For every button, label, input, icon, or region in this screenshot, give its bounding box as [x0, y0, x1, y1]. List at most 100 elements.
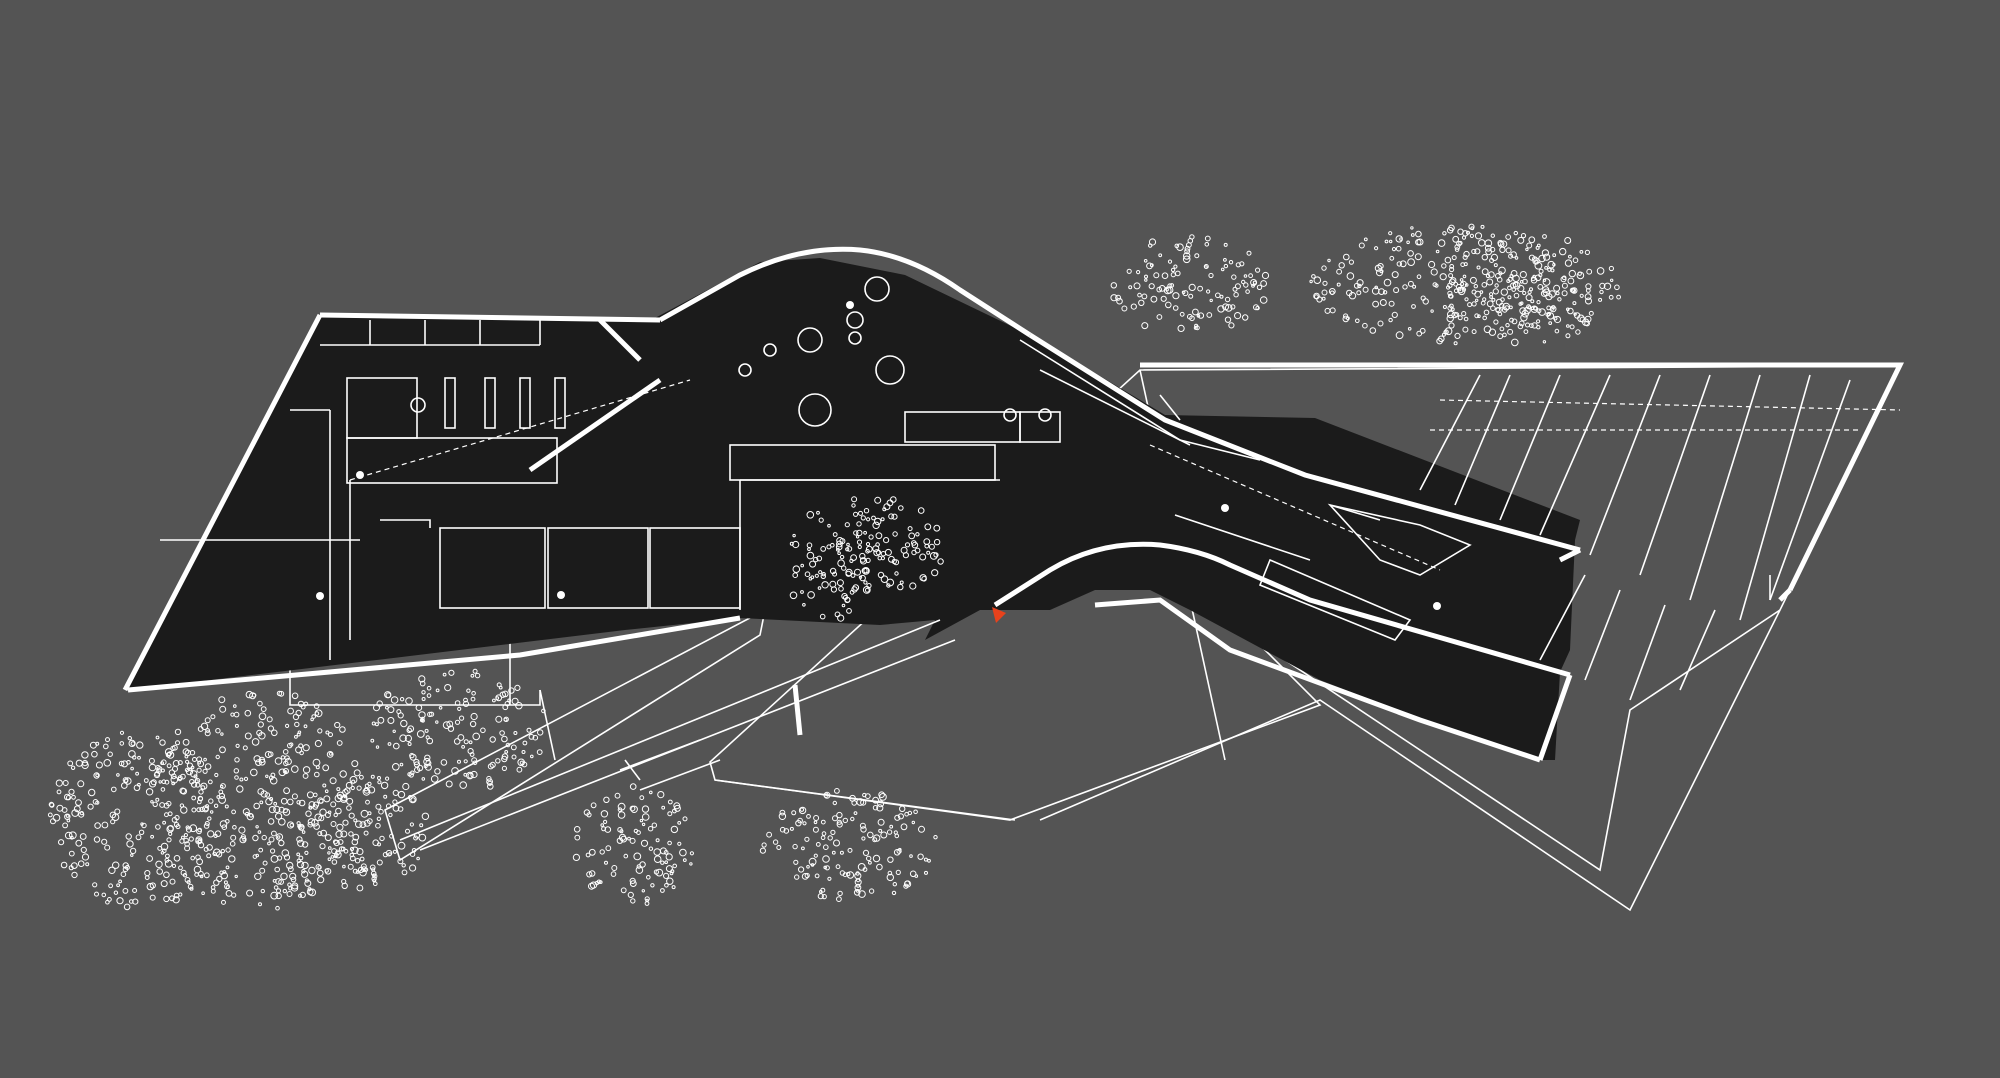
tree-dot	[169, 895, 175, 902]
tree-dot	[56, 789, 62, 795]
tree-dot	[792, 533, 796, 538]
tree-dot	[1353, 282, 1360, 289]
tree-dot	[191, 781, 198, 788]
tree-dot	[878, 828, 883, 833]
tree-dot	[519, 760, 525, 766]
tree-dot	[1532, 257, 1540, 265]
tree-dot	[172, 744, 178, 751]
tree-dot	[71, 809, 79, 817]
tree-dot	[802, 821, 807, 826]
tree-dot	[1502, 302, 1511, 311]
tree-dot	[872, 796, 879, 804]
tree-dot	[453, 738, 461, 745]
tree-dot	[280, 797, 288, 805]
tree-dot	[806, 511, 815, 519]
tree-dot	[1488, 271, 1495, 278]
tree-dot	[400, 719, 408, 728]
tree-dot	[1462, 326, 1469, 333]
tree-dot	[308, 866, 316, 875]
tree-dot	[359, 821, 367, 828]
tree-dot	[639, 795, 645, 801]
tree-dot	[914, 874, 919, 878]
tree-dot	[1442, 305, 1447, 309]
tree-dot	[389, 833, 394, 839]
tree-dot	[262, 860, 268, 866]
tree-dot	[1454, 247, 1460, 252]
tree-dot	[657, 791, 665, 799]
tree-dot	[302, 744, 310, 752]
tree-dot	[305, 810, 312, 817]
tree-dot	[1234, 283, 1241, 290]
tree-dot	[1411, 304, 1416, 309]
tree-dot	[528, 734, 535, 740]
tree-dot	[671, 885, 676, 890]
tree-dot	[336, 823, 344, 831]
tree-dot	[215, 754, 220, 760]
tree-dot	[1542, 340, 1547, 344]
tree-dot	[1475, 298, 1479, 302]
tree-dot	[291, 765, 299, 773]
tree-dot	[413, 832, 421, 839]
tree-dot	[212, 851, 217, 857]
tree-dot	[517, 758, 526, 767]
tree-dot	[844, 522, 850, 528]
tree-dot	[1462, 254, 1468, 260]
tree-dot	[892, 531, 898, 537]
tree-dot	[873, 834, 881, 842]
tree-dot	[1616, 294, 1621, 300]
tree-dot	[377, 776, 381, 780]
tree-dot	[759, 847, 767, 854]
tree-dot	[419, 823, 424, 828]
tree-dot	[536, 749, 543, 755]
tree-dot	[1553, 315, 1562, 324]
tree-dot	[451, 767, 459, 775]
tree-dot	[328, 752, 333, 756]
tree-dot	[95, 741, 100, 746]
tree-dot	[1422, 298, 1429, 305]
tree-dot	[1388, 317, 1393, 323]
tree-dot	[203, 872, 210, 879]
tree-dot	[408, 772, 414, 778]
tree-dot	[266, 716, 273, 723]
tree-dot	[1388, 300, 1395, 307]
tree-dot	[275, 833, 284, 841]
tree-dot	[219, 705, 227, 713]
tree-dot	[317, 728, 323, 734]
tree-dot	[1444, 327, 1453, 336]
tree-dot	[1543, 253, 1551, 261]
tree-dot	[301, 841, 309, 848]
tree-dot	[159, 802, 166, 808]
tree-dot	[363, 819, 371, 827]
tree-dot	[895, 869, 901, 876]
tree-dot	[1458, 240, 1463, 246]
tree-dot	[1520, 233, 1527, 239]
tree-dot	[882, 507, 887, 512]
tree-dot	[572, 853, 581, 862]
tree-dot	[1234, 312, 1242, 320]
tree-dot	[435, 688, 440, 693]
tree-dot	[426, 685, 432, 691]
tree-dot	[317, 876, 325, 884]
tree-dot	[261, 834, 267, 841]
tree-dot	[430, 775, 439, 783]
tree-dot	[815, 842, 821, 847]
tree-dot	[303, 724, 308, 729]
tree-dot	[307, 818, 316, 826]
tree-dot	[258, 847, 264, 853]
tree-dot	[1420, 295, 1426, 301]
tree-dot	[655, 868, 664, 877]
tree-dot	[220, 732, 224, 736]
tree-dot	[1463, 250, 1470, 258]
tree-dot	[257, 830, 262, 834]
tree-dot	[1321, 265, 1327, 271]
tree-dot	[871, 515, 876, 521]
tree-dot	[426, 737, 434, 745]
tree-dot	[1165, 301, 1172, 309]
tree-dot	[812, 826, 819, 833]
tree-dot	[1189, 234, 1195, 240]
tree-dot	[360, 809, 369, 818]
tree-dot	[1259, 296, 1268, 304]
tree-dot	[62, 822, 68, 829]
tree-dot	[1148, 238, 1157, 246]
tree-dot	[875, 542, 880, 547]
